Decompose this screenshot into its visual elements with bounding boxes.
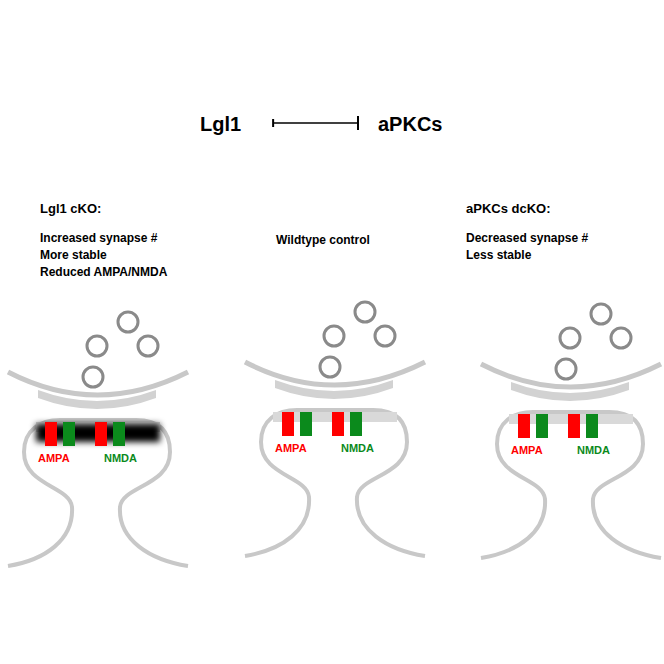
phenotype-text: Reduced AMPA/NMDA xyxy=(40,266,167,280)
phenotype-text: Wildtype control xyxy=(276,234,370,248)
receptor-label: AMPA xyxy=(511,444,543,457)
phenotype-text: Decreased synapse # xyxy=(466,232,588,246)
receptor-label: NMDA xyxy=(341,442,374,455)
gene-name: aPKCs xyxy=(378,113,442,135)
phenotype-text: Increased synapse # xyxy=(40,232,157,246)
wildtype-synapse xyxy=(245,302,425,556)
gene-name: Lgl1 xyxy=(200,113,241,135)
apkc-ko-synapse xyxy=(481,304,661,558)
receptor-label: AMPA xyxy=(38,452,70,465)
lgl1-ko-synapse xyxy=(8,312,188,566)
receptor-label: AMPA xyxy=(275,442,307,455)
inhibition-connector xyxy=(273,116,358,130)
receptor-label: NMDA xyxy=(577,444,610,457)
gene-label: Lgl1 xyxy=(200,113,273,135)
receptor-label: NMDA xyxy=(104,452,137,465)
phenotype-text: aPKCs dcKO: xyxy=(466,202,551,217)
gene-label: aPKCs xyxy=(358,113,442,135)
phenotype-text: Less stable xyxy=(466,249,531,263)
phenotype-text: More stable xyxy=(40,249,107,263)
phenotype-text: Lgl1 cKO: xyxy=(40,202,101,217)
